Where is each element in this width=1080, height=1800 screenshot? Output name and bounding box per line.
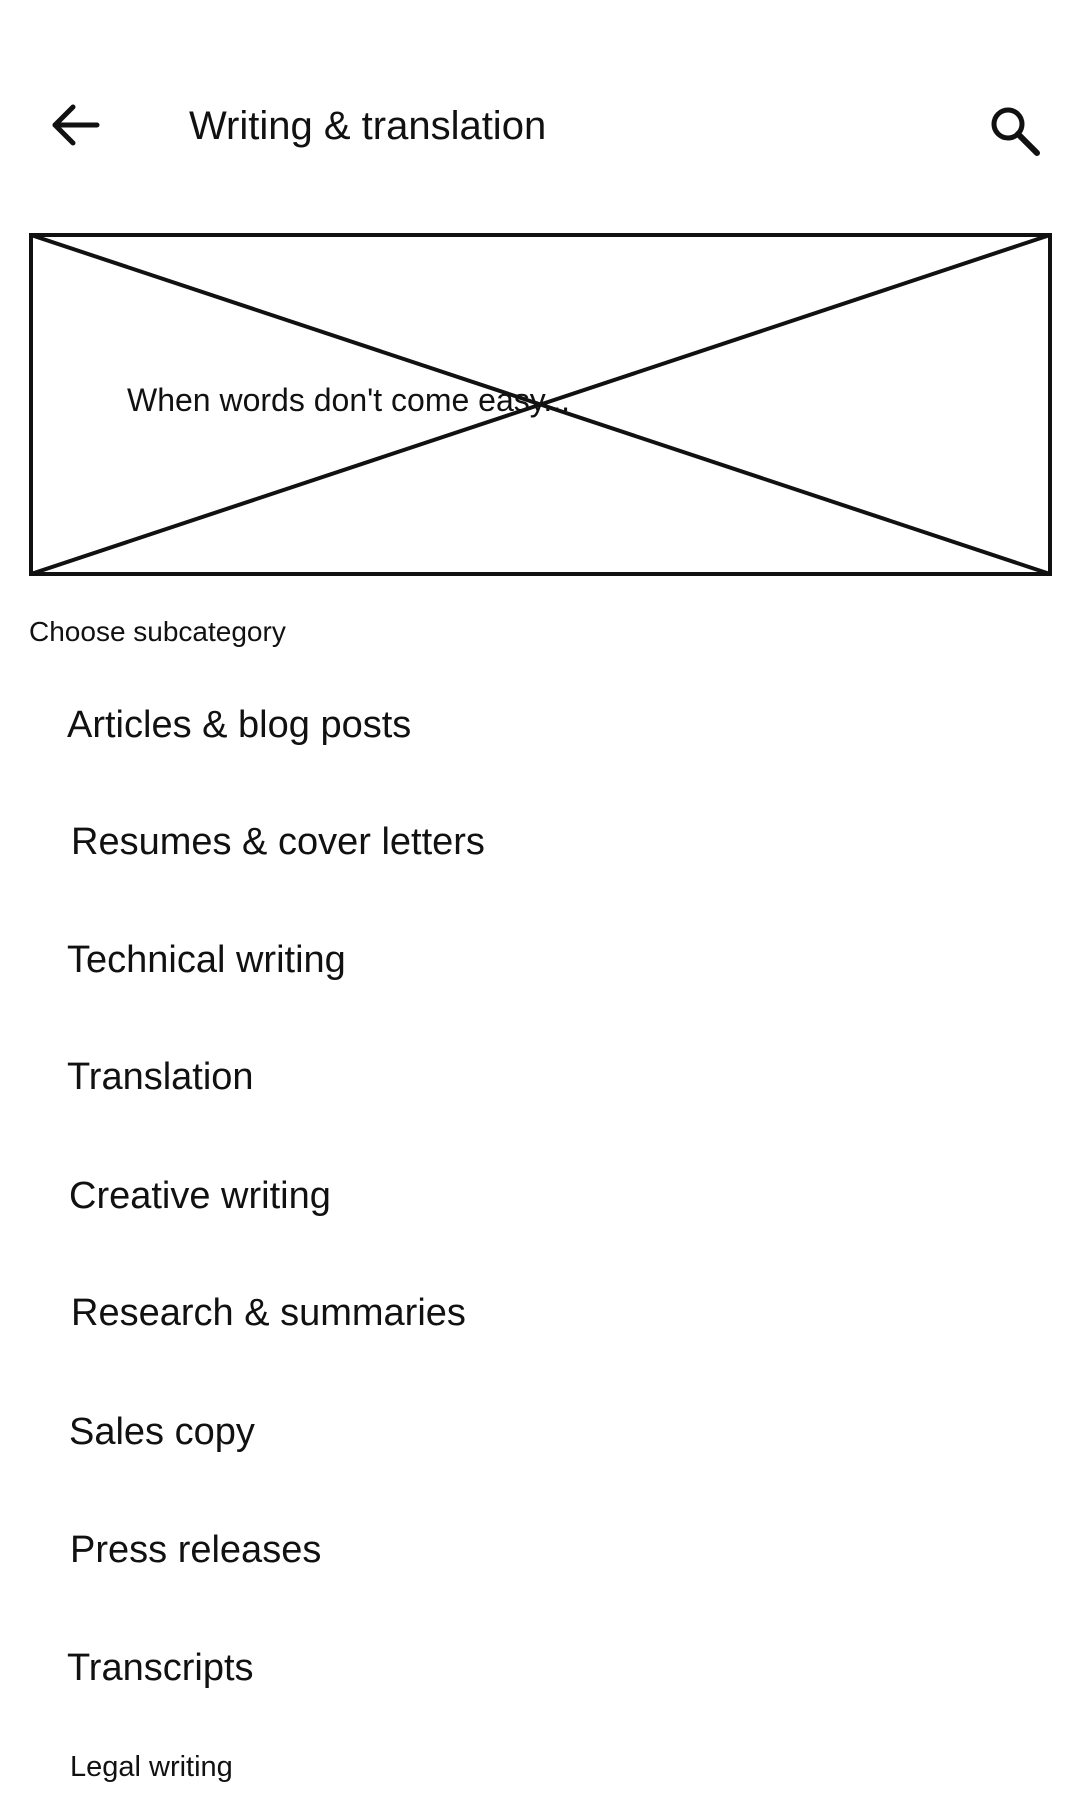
subcategory-item-resumes-cover-letters[interactable]: Resumes & cover letters <box>40 792 1040 892</box>
promo-banner[interactable]: When words don't come easy... <box>29 233 1052 576</box>
subcategory-item-legal-writing[interactable]: Legal writing <box>40 1734 1040 1800</box>
subcategory-label: Translation <box>67 1056 254 1098</box>
subcategory-item-sales-copy[interactable]: Sales copy <box>40 1382 1040 1482</box>
app-bar: Writing & translation <box>0 0 1080 220</box>
subcategory-label: Articles & blog posts <box>67 704 412 746</box>
subcategory-label: Resumes & cover letters <box>71 821 485 863</box>
subcategory-label: Sales copy <box>69 1411 255 1453</box>
subcategory-label: Creative writing <box>69 1175 331 1217</box>
arrow-back-icon <box>52 104 100 146</box>
back-button[interactable] <box>40 90 110 160</box>
subcategory-item-research-summaries[interactable]: Research & summaries <box>40 1263 1040 1363</box>
subcategory-item-technical-writing[interactable]: Technical writing <box>40 910 1040 1010</box>
subcategory-item-articles-blog-posts[interactable]: Articles & blog posts <box>40 675 1040 775</box>
subcategory-label: Research & summaries <box>71 1292 466 1334</box>
subcategory-item-creative-writing[interactable]: Creative writing <box>40 1146 1040 1246</box>
subcategory-label: Press releases <box>70 1529 322 1571</box>
subcategory-item-press-releases[interactable]: Press releases <box>40 1500 1040 1600</box>
subcategory-label: Legal writing <box>70 1751 233 1783</box>
subcategory-label: Technical writing <box>67 939 346 981</box>
subcategory-item-translation[interactable]: Translation <box>40 1027 1040 1127</box>
search-button[interactable] <box>980 96 1050 166</box>
page-title: Writing & translation <box>189 104 547 148</box>
subcategory-section-label: Choose subcategory <box>29 616 286 647</box>
image-placeholder <box>29 233 1052 576</box>
subcategory-item-transcripts[interactable]: Transcripts <box>40 1618 1040 1718</box>
search-icon <box>991 107 1040 156</box>
subcategory-label: Transcripts <box>67 1647 254 1689</box>
